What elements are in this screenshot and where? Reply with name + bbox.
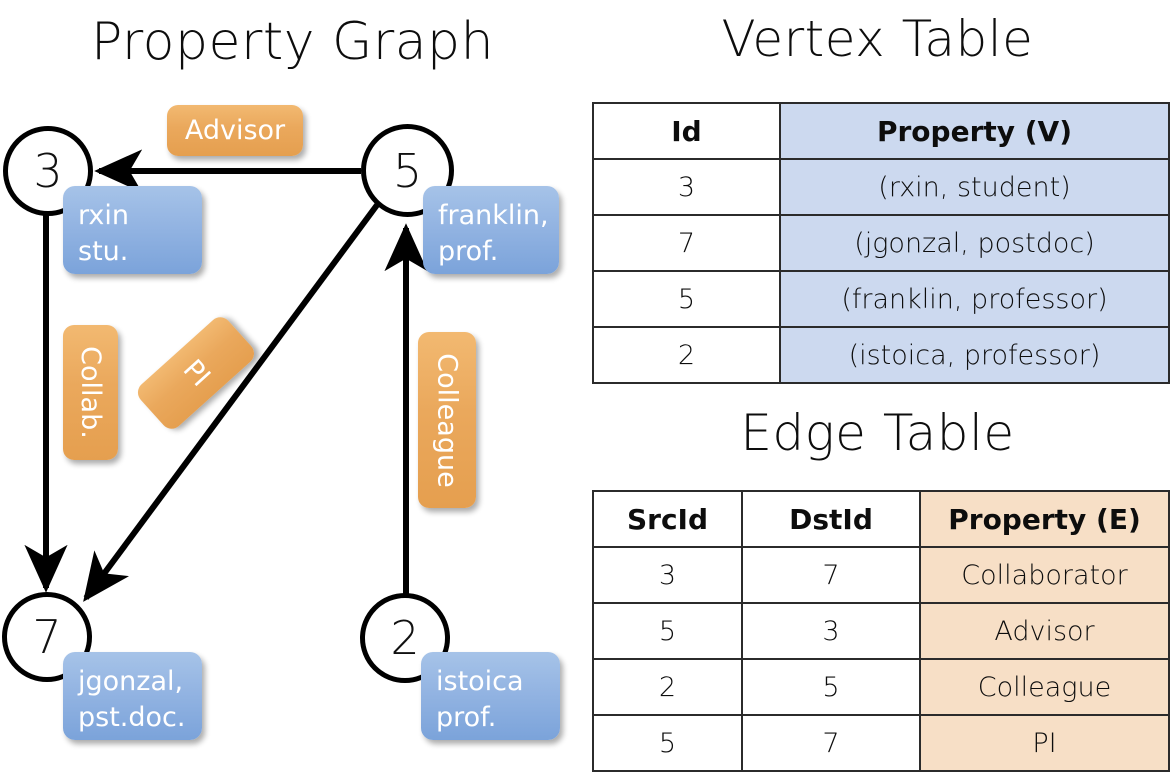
table-row[interactable]: 5 7 PI (592, 714, 1170, 772)
property-graph-diagram: 3 5 7 2 rxin stu. franklin, prof. jgonza… (0, 0, 585, 760)
vertex-cell-id: 7 (592, 214, 781, 272)
edge-table: SrcId DstId Property (E) 3 7 Collaborato… (592, 490, 1170, 772)
table-row[interactable]: 3 7 Collaborator (592, 546, 1170, 604)
edge-cell-property: PI (919, 714, 1170, 772)
table-row[interactable]: 2 (istoica, professor) (592, 326, 1170, 384)
table-row[interactable]: 7 (jgonzal, postdoc) (592, 214, 1170, 272)
vertex-property-badge-2: istoica prof. (421, 652, 560, 740)
edge-cell-property: Colleague (919, 658, 1170, 716)
edge-cell-srcid: 3 (592, 546, 743, 604)
vertex-property-badge-7: jgonzal, pst.doc. (63, 652, 202, 740)
edge-cell-dstid: 7 (741, 546, 921, 604)
vertex-cell-id: 3 (592, 158, 781, 216)
vertex-cell-property: (rxin, student) (779, 158, 1170, 216)
vertex-cell-id: 5 (592, 270, 781, 328)
edge-table-header-srcid: SrcId (592, 490, 743, 548)
vertex-cell-id: 2 (592, 326, 781, 384)
edge-table-header-property: Property (E) (919, 490, 1170, 548)
edge-cell-property: Advisor (919, 602, 1170, 660)
edge-label-badge-advisor: Advisor (167, 105, 303, 156)
edge-cell-dstid: 5 (741, 658, 921, 716)
edge-label-collab-text: Collab. (75, 346, 106, 439)
edge-label-advisor-text: Advisor (184, 115, 286, 146)
vertex-property-badge-3: rxin stu. (63, 186, 202, 274)
page-title-edge-table: Edge Table (740, 404, 1015, 462)
table-row[interactable]: 2 5 Colleague (592, 658, 1170, 716)
vertex-table-header-property: Property (V) (779, 102, 1170, 160)
vertex-cell-property: (franklin, professor) (779, 270, 1170, 328)
edge-cell-srcid: 2 (592, 658, 743, 716)
graph-edge-arrows (24, 149, 428, 602)
edge-label-colleague-text: Colleague (431, 352, 463, 488)
edge-label-badge-colleague: Colleague (418, 332, 476, 508)
edge-arrow-5-to-7 (83, 203, 380, 602)
edge-label-pi-text: PI (176, 353, 216, 393)
edge-cell-srcid: 5 (592, 714, 743, 772)
vertex-cell-property: (istoica, professor) (779, 326, 1170, 384)
edge-table-header-row: SrcId DstId Property (E) (592, 490, 1170, 548)
table-row[interactable]: 5 (franklin, professor) (592, 270, 1170, 328)
table-row[interactable]: 5 3 Advisor (592, 602, 1170, 660)
page-title-property-graph: Property Graph (90, 12, 495, 72)
edge-cell-srcid: 5 (592, 602, 743, 660)
graph-node-5-label: 5 (392, 143, 423, 198)
graph-node-2[interactable]: 2 (360, 593, 450, 683)
vertex-table-header-id: Id (592, 102, 781, 160)
edge-cell-dstid: 7 (741, 714, 921, 772)
page-title-vertex-table: Vertex Table (721, 10, 1034, 68)
graph-node-7-label: 7 (32, 610, 62, 664)
table-row[interactable]: 3 (rxin, student) (592, 158, 1170, 216)
graph-node-5[interactable]: 5 (361, 124, 454, 217)
edge-label-badge-collab: Collab. (63, 325, 118, 460)
vertex-cell-property: (jgonzal, postdoc) (779, 214, 1170, 272)
graph-node-2-label: 2 (390, 611, 420, 665)
vertex-property-badge-5: franklin, prof. (423, 186, 559, 274)
vertex-table: Id Property (V) 3 (rxin, student) 7 (jgo… (592, 102, 1170, 384)
edge-cell-dstid: 3 (741, 602, 921, 660)
edge-cell-property: Collaborator (919, 546, 1170, 604)
edge-table-header-dstid: DstId (741, 490, 921, 548)
vertex-table-header-row: Id Property (V) (592, 102, 1170, 160)
graph-node-3-label: 3 (33, 144, 63, 198)
